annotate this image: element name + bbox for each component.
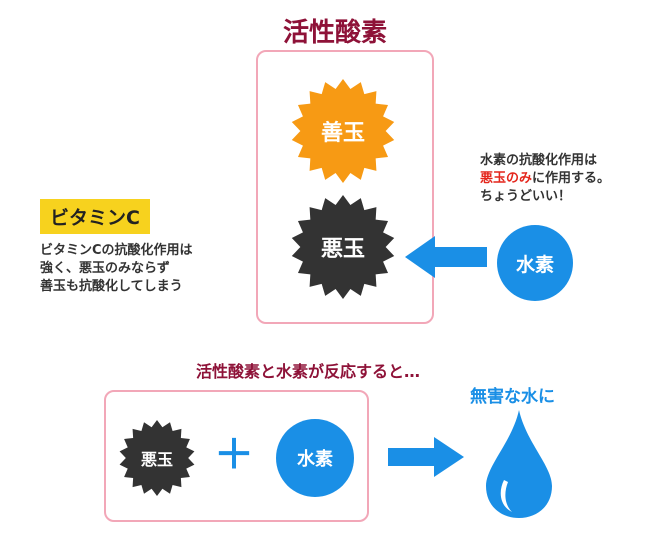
- bad-active-oxygen-burst: 悪玉: [290, 194, 396, 300]
- hydrogen-note: 水素の抗酸化作用は 悪玉のみに作用する。 ちょうどいい！: [480, 152, 610, 206]
- page-title: 活性酸素: [282, 18, 387, 48]
- reaction-subtitle: 活性酸素と水素が反応すると…: [196, 362, 421, 381]
- hydrogen-circle: 水素: [497, 225, 573, 301]
- reaction-hydrogen-circle: 水素: [276, 419, 354, 497]
- arrow-right-icon: [388, 437, 464, 477]
- burst-shape-reaction: [119, 420, 195, 496]
- arrow-left-icon: [405, 236, 487, 278]
- vitamin-c-line: ビタミンCの抗酸化作用は: [40, 243, 193, 258]
- burst-shape-bad: [291, 195, 395, 299]
- hydrogen-note-highlight: 悪玉のみ: [480, 171, 533, 186]
- harmless-water-label: 無害な水に: [470, 387, 555, 407]
- vitamin-c-line: 善玉も抗酸化してしまう: [40, 279, 183, 294]
- reaction-box: [104, 390, 369, 522]
- active-oxygen-box: [256, 50, 434, 324]
- plus-icon: ＋: [214, 432, 254, 478]
- vitamin-c-description: ビタミンCの抗酸化作用は 強く、悪玉のみならず 善玉も抗酸化してしまう: [40, 242, 193, 296]
- burst-polygon: [291, 195, 395, 299]
- good-active-oxygen-burst: 善玉: [290, 78, 396, 184]
- vitamin-c-line: 強く、悪玉のみならず: [40, 261, 170, 276]
- burst-polygon: [291, 79, 395, 183]
- reaction-hydrogen-label: 水素: [297, 449, 333, 470]
- reaction-bad-label: 悪玉: [140, 450, 173, 469]
- bad-label: 悪玉: [320, 237, 365, 262]
- burst-shape-good: [291, 79, 395, 183]
- hydrogen-note-line2: 悪玉のみに作用する。: [480, 170, 610, 188]
- hydrogen-note-line2-rest: に作用する。: [532, 171, 611, 186]
- hydrogen-note-line3: ちょうどいい！: [480, 189, 572, 204]
- hydrogen-label: 水素: [515, 253, 554, 276]
- hydrogen-note-line1: 水素の抗酸化作用は: [480, 153, 598, 168]
- water-drop-icon: [486, 410, 552, 518]
- good-label: 善玉: [320, 121, 365, 146]
- reaction-bad-burst: 悪玉: [118, 419, 196, 497]
- vitamin-c-badge: ビタミンC: [40, 199, 150, 234]
- burst-polygon: [119, 420, 195, 496]
